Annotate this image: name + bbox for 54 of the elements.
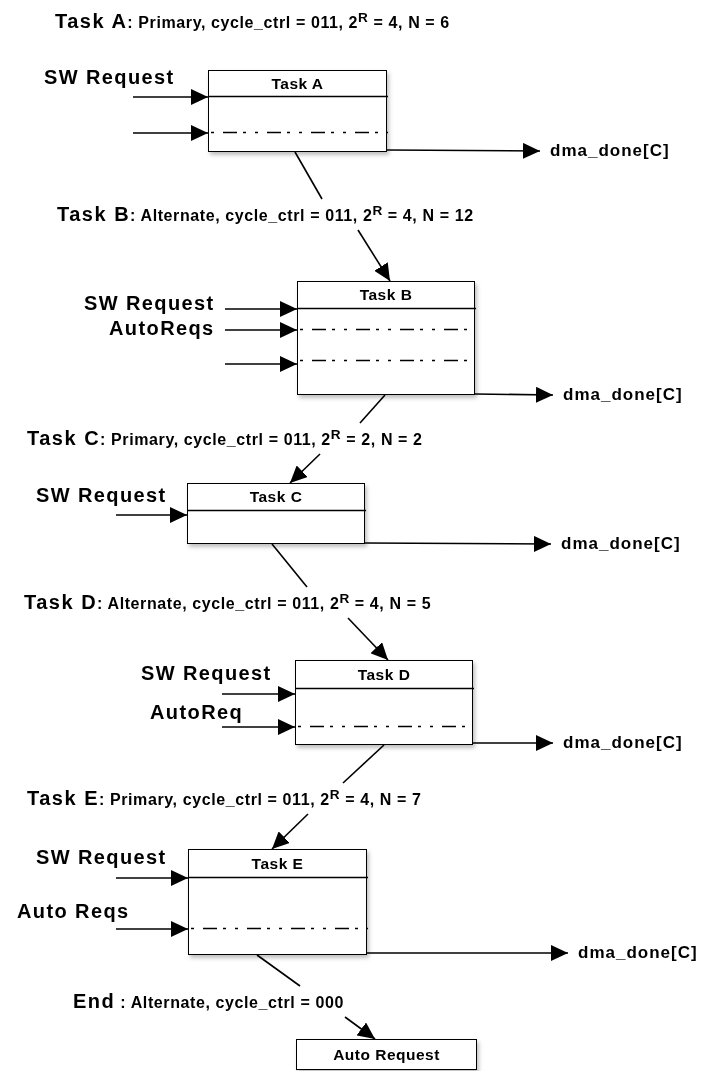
arrow <box>115 507 188 523</box>
connector-line <box>359 394 386 424</box>
task-name: End <box>73 990 116 1012</box>
arrow <box>357 229 391 282</box>
task-parameters: : Primary, cycle_ctrl = 011, 2$^{R}$ = 2, N = 2 <box>100 431 423 448</box>
signal-label: dma_done[C] <box>540 141 670 161</box>
box-title: Task B <box>358 285 414 305</box>
task-parameters: : Primary, cycle_ctrl = 011, 2$^{R}$ = 4, N = 6 <box>127 14 450 31</box>
arrow <box>132 125 209 141</box>
arrow <box>132 89 209 105</box>
arrow <box>347 617 389 661</box>
arrow <box>221 719 296 735</box>
task-parameters: : Alternate, cycle_ctrl = 011, 2$^{R}$ = 4, N = 5 <box>97 595 432 612</box>
signal-label: dma_done[C] <box>551 534 681 554</box>
task-parameters: : Alternate, cycle_ctrl = 000 <box>119 994 344 1011</box>
box-title: Auto Request <box>332 1045 441 1065</box>
arrow <box>115 870 189 886</box>
task-name: Task C <box>27 427 101 449</box>
arrow <box>224 322 298 338</box>
arrow <box>289 453 321 484</box>
box-title: Task A <box>270 74 325 94</box>
connector-line <box>294 151 323 200</box>
arrow <box>366 945 569 961</box>
arrow <box>221 686 296 702</box>
task-box <box>188 849 367 955</box>
signal-label: dma_done[C] <box>553 385 683 405</box>
arrow <box>115 921 189 937</box>
arrow <box>224 356 298 372</box>
connector-line <box>271 543 308 588</box>
arrow <box>472 735 554 751</box>
arrow <box>386 142 541 159</box>
signal-label: dma_done[C] <box>568 943 698 963</box>
task-box <box>208 70 387 152</box>
task-box <box>295 660 473 745</box>
task-box <box>297 281 475 395</box>
task-name: Task D <box>24 591 98 613</box>
box-title: Task E <box>250 854 305 874</box>
box-title: Task D <box>356 665 412 685</box>
arrow <box>224 301 298 317</box>
arrow <box>364 535 552 552</box>
task-name: Task E <box>27 787 99 809</box>
connector-line <box>256 954 301 987</box>
box-title: Task C <box>248 487 304 507</box>
signal-label: dma_done[C] <box>553 733 683 753</box>
arrow <box>344 1016 376 1040</box>
task-name: Task B <box>57 203 131 225</box>
task-parameters: : Primary, cycle_ctrl = 011, 2$^{R}$ = 4, N = 7 <box>99 791 422 808</box>
task-name: Task A <box>55 10 128 32</box>
arrow <box>474 386 554 403</box>
task-box <box>296 1039 477 1070</box>
arrow <box>271 813 309 850</box>
connector-line <box>342 744 385 784</box>
task-box <box>187 483 365 544</box>
task-parameters: : Alternate, cycle_ctrl = 011, 2$^{R}$ = 4, N = 12 <box>130 207 474 224</box>
